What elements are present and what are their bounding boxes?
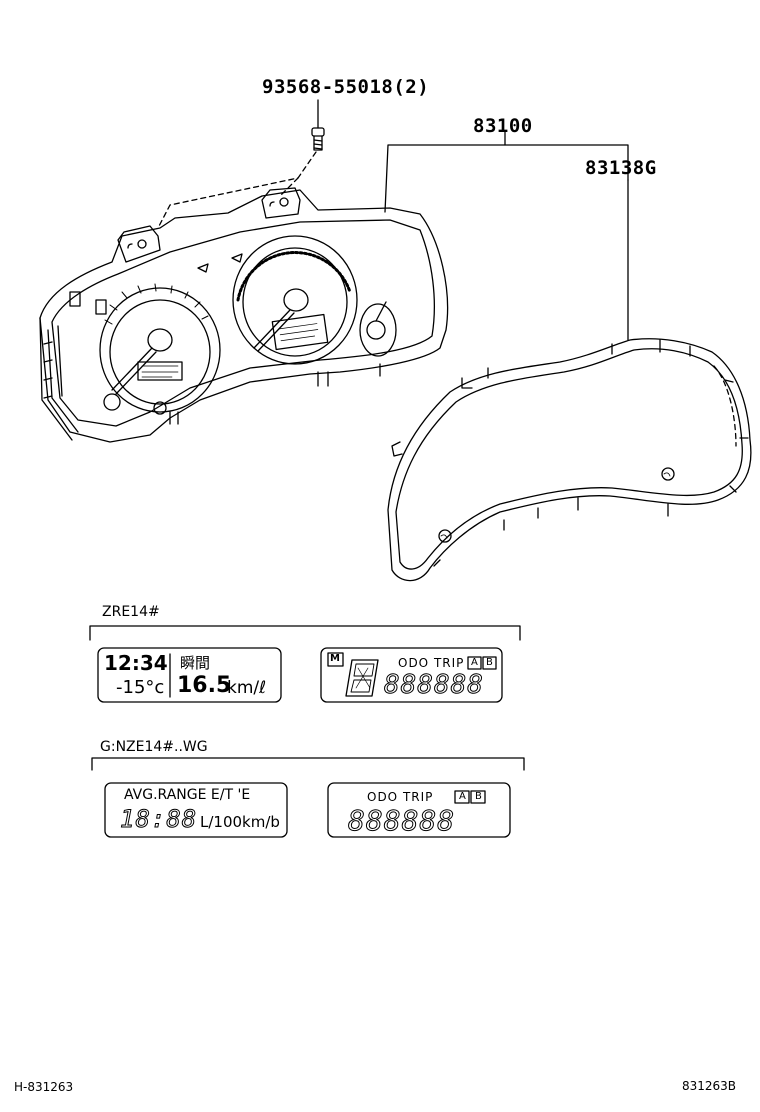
economy-unit: km/ℓ bbox=[227, 678, 267, 698]
m-badge-box bbox=[327, 652, 344, 667]
nze-right-lcd-frame bbox=[327, 782, 511, 838]
variant-label-nze: G:NZE14#..WG bbox=[100, 739, 208, 755]
shift-segment-icon bbox=[345, 659, 379, 697]
bolt-icon bbox=[311, 127, 325, 151]
zre-left-lcd-frame bbox=[97, 647, 282, 703]
economy-unit-nze: L/100km/b bbox=[200, 813, 280, 831]
m-badge: M bbox=[330, 653, 340, 664]
outside-temp: -15°c bbox=[116, 677, 165, 698]
glass-part-number: 83138G bbox=[585, 157, 657, 179]
nze-bracket bbox=[91, 757, 525, 771]
trip-a-box-nze bbox=[454, 790, 470, 804]
economy-digits-nze: 18:88 bbox=[119, 805, 198, 834]
odo-trip-label-zre: ODO TRIP bbox=[398, 656, 465, 670]
trip-a-nze: A bbox=[459, 791, 466, 802]
economy-value: 16.5 bbox=[177, 673, 232, 698]
footer-left-code: H-831263 bbox=[14, 1080, 74, 1094]
variant-label-zre: ZRE14# bbox=[102, 604, 160, 620]
clock-time: 12:34 bbox=[104, 651, 168, 675]
trip-b-zre: B bbox=[486, 657, 493, 668]
trip-b-nze: B bbox=[475, 791, 482, 802]
odo-digits-zre: 888888 bbox=[384, 670, 484, 701]
footer-right-code: 831263B bbox=[682, 1079, 737, 1093]
combination-meter-body bbox=[39, 187, 449, 443]
zre-bracket bbox=[89, 625, 521, 641]
economy-mode-label: 瞬間 bbox=[180, 654, 211, 672]
trip-a-zre: A bbox=[471, 657, 478, 668]
trip-a-box-zre bbox=[467, 656, 482, 670]
odo-trip-label-nze: ODO TRIP bbox=[367, 790, 434, 804]
meter-glass bbox=[387, 338, 752, 582]
zre-right-lcd-frame bbox=[320, 647, 503, 703]
trip-b-box-nze bbox=[470, 790, 486, 804]
avg-range-header: AVG.RANGE E/T 'E bbox=[124, 787, 251, 803]
meter-assy-part-number: 83100 bbox=[473, 115, 533, 137]
bolt-part-number: 93568-55018(2) bbox=[262, 76, 430, 98]
trip-b-box-zre bbox=[482, 656, 497, 670]
meter-assy-leader bbox=[384, 144, 629, 341]
odo-digits-nze: 888888 bbox=[347, 804, 456, 838]
nze-left-lcd-frame bbox=[104, 782, 288, 838]
bolt-dash-left bbox=[157, 151, 317, 229]
